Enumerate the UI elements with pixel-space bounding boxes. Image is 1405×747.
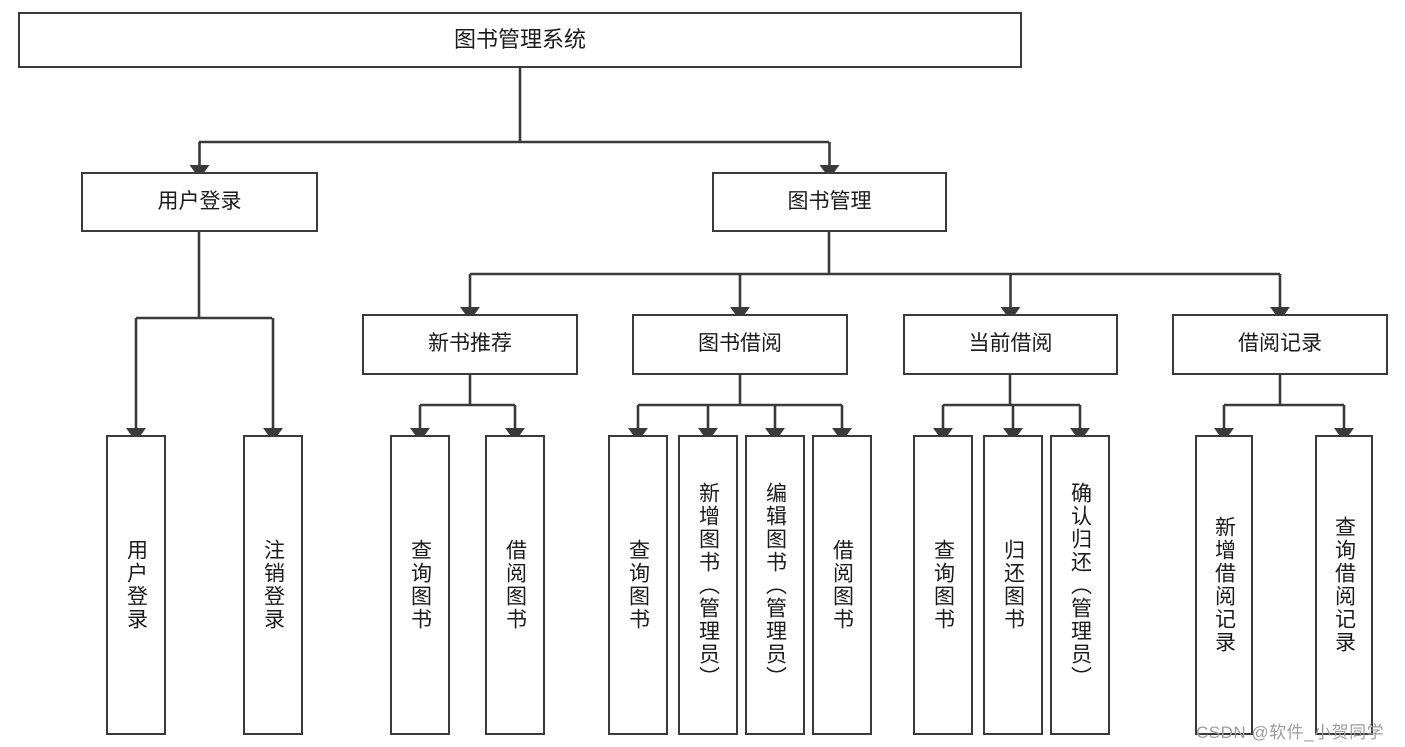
node-new-book-rec-label: 新书推荐 xyxy=(428,332,512,356)
node-leaf-add-book-label: 新增图书（管理员） xyxy=(696,481,720,689)
node-leaf-confirm-return[interactable]: 确认归还（管理员） xyxy=(1050,435,1110,735)
node-book-borrow-label: 图书借阅 xyxy=(698,332,782,356)
node-root[interactable]: 图书管理系统 xyxy=(18,12,1022,68)
node-leaf-confirm-return-label: 确认归还（管理员） xyxy=(1068,481,1092,689)
node-leaf-query-record[interactable]: 查询借阅记录 xyxy=(1315,435,1373,735)
node-leaf-query-book-2[interactable]: 查询图书 xyxy=(608,435,668,735)
node-leaf-add-book[interactable]: 新增图书（管理员） xyxy=(678,435,738,735)
node-borrow-record-label: 借阅记录 xyxy=(1238,332,1322,356)
node-current-borrow-label: 当前借阅 xyxy=(968,332,1053,356)
node-borrow-record[interactable]: 借阅记录 xyxy=(1172,314,1388,375)
node-leaf-edit-book-label: 编辑图书（管理员） xyxy=(763,481,787,689)
node-book-manage[interactable]: 图书管理 xyxy=(712,172,947,232)
node-leaf-add-record-label: 新增借阅记录 xyxy=(1212,516,1236,654)
node-leaf-logout[interactable]: 注销登录 xyxy=(243,435,303,735)
node-current-borrow[interactable]: 当前借阅 xyxy=(903,314,1118,375)
node-leaf-return-book-label: 归还图书 xyxy=(1001,539,1025,631)
node-user-login-label: 用户登录 xyxy=(157,189,242,213)
node-leaf-edit-book[interactable]: 编辑图书（管理员） xyxy=(745,435,805,735)
node-leaf-query-book-1[interactable]: 查询图书 xyxy=(390,435,450,735)
node-leaf-return-book[interactable]: 归还图书 xyxy=(983,435,1043,735)
node-leaf-borrow-book-1-label: 借阅图书 xyxy=(503,539,527,631)
node-user-login[interactable]: 用户登录 xyxy=(81,172,318,232)
node-leaf-borrow-book-2-label: 借阅图书 xyxy=(830,539,854,631)
node-new-book-rec[interactable]: 新书推荐 xyxy=(362,314,578,375)
node-book-manage-label: 图书管理 xyxy=(787,189,872,213)
node-root-label: 图书管理系统 xyxy=(453,27,586,53)
edge-group xyxy=(125,68,1355,442)
node-leaf-query-book-3-label: 查询图书 xyxy=(931,539,955,631)
node-leaf-user-login-label: 用户登录 xyxy=(124,539,148,631)
node-leaf-query-record-label: 查询借阅记录 xyxy=(1332,516,1356,654)
node-leaf-borrow-book-1[interactable]: 借阅图书 xyxy=(485,435,545,735)
node-leaf-add-record[interactable]: 新增借阅记录 xyxy=(1195,435,1253,735)
node-book-borrow[interactable]: 图书借阅 xyxy=(632,314,848,375)
node-leaf-query-book-3[interactable]: 查询图书 xyxy=(913,435,973,735)
node-leaf-user-login[interactable]: 用户登录 xyxy=(106,435,166,735)
node-leaf-logout-label: 注销登录 xyxy=(261,539,285,631)
node-leaf-borrow-book-2[interactable]: 借阅图书 xyxy=(812,435,872,735)
node-leaf-query-book-1-label: 查询图书 xyxy=(408,539,432,631)
node-leaf-query-book-2-label: 查询图书 xyxy=(626,539,650,631)
